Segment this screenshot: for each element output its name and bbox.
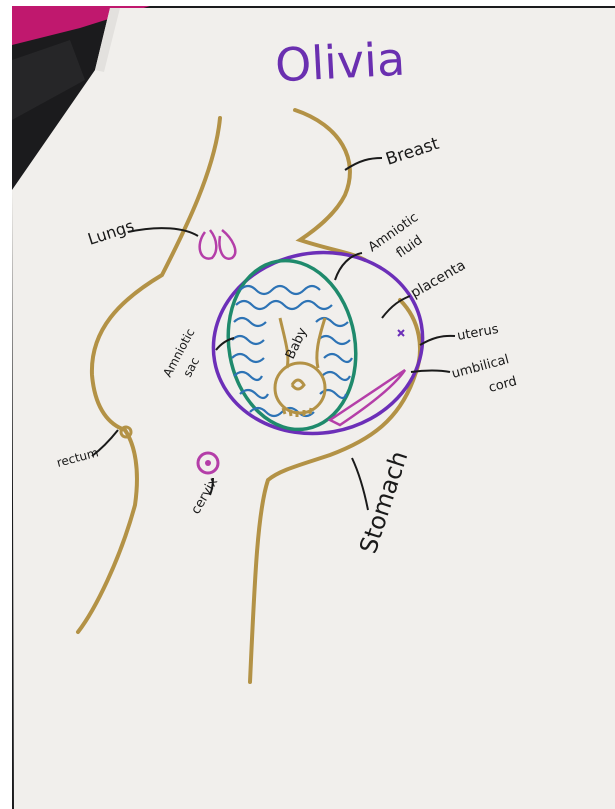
title-text: Olivia [274,32,407,93]
cervix-inner [205,460,211,466]
